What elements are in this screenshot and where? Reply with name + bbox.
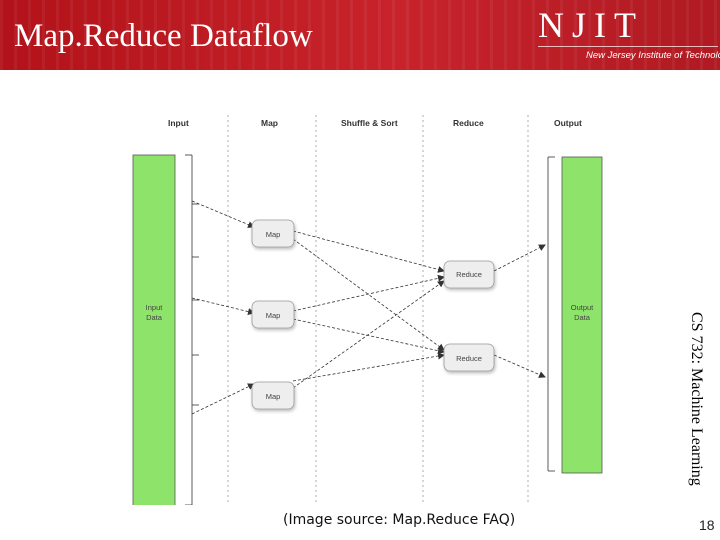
map-to-reduce-arrow [292,352,445,382]
map-to-reduce-arrow [292,274,445,312]
map-box-label: Map [266,392,281,401]
map-to-reduce-arrow [292,230,445,273]
page-number: 18 [699,517,715,533]
reduce-to-output-arrow [493,244,546,272]
reduce-box-label: Reduce [456,354,482,363]
column-header-output: Output [554,118,582,128]
reduce-box-label: Reduce [456,270,482,279]
input-data-label: Input [146,303,164,312]
njit-logo: NJIT New Jersey Institute of Technology [538,4,720,68]
input-data-label: Data [146,313,163,322]
logo-subtitle: New Jersey Institute of Technology [586,50,720,61]
reduce-box [443,260,495,289]
image-source-caption: (Image source: Map.Reduce FAQ) [283,512,516,528]
output-data-label: Data [574,313,591,322]
mapreduce-diagram: Input Map Shuffle & Sort Reduce Output I… [132,115,603,505]
input-to-map-arrow [191,383,255,415]
column-header-reduce: Reduce [453,118,484,128]
course-label: CS 732: Machine Learning [688,312,705,486]
reduce-to-output-arrow [493,354,546,378]
map-box [251,381,295,410]
map-box [251,219,295,248]
output-data-label: Output [571,303,594,312]
logo-divider [538,46,718,47]
reduce-box [443,343,495,372]
map-box-label: Map [266,230,281,239]
map-to-reduce-arrow [292,238,445,351]
input-data-bar [132,154,176,505]
header-banner: Map.Reduce Dataflow NJIT New Jersey Inst… [0,0,720,70]
map-box-label: Map [266,311,281,320]
map-to-reduce-arrow [292,280,445,389]
map-to-reduce-arrow [292,318,445,355]
column-header-input: Input [168,118,189,128]
input-to-map-arrow [191,200,255,228]
column-header-shuffle-sort: Shuffle & Sort [341,118,398,128]
output-data-bar [561,156,603,474]
header-background [0,0,720,70]
column-header-map: Map [261,118,278,128]
slide-title: Map.Reduce Dataflow [14,18,313,54]
map-box [251,300,295,329]
logo-text: NJIT [538,5,644,45]
input-to-map-arrow [191,297,255,315]
